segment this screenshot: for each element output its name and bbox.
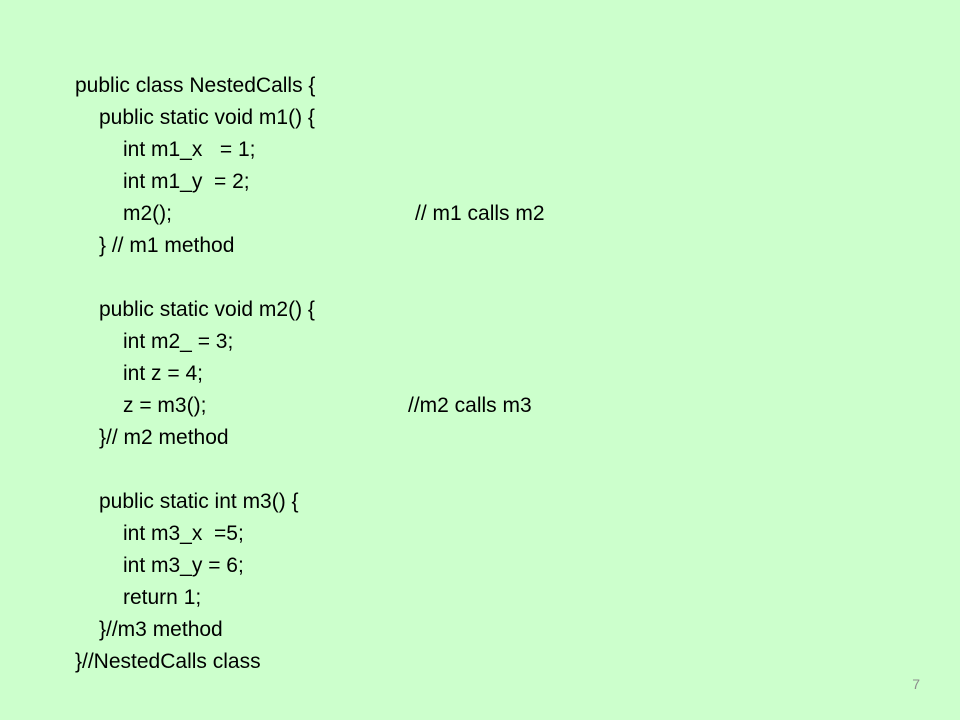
code-line-m1-x: int m1_x = 1;: [123, 138, 256, 161]
code-line-m3-y: int m3_y = 6;: [123, 554, 244, 577]
code-line-m1-close: } // m1 method: [99, 234, 235, 257]
code-line-m3-close: }//m3 method: [99, 618, 223, 641]
code-line-m1-y: int m1_y = 2;: [123, 170, 250, 193]
code-line-m2-call: z = m3();: [123, 394, 207, 417]
code-line-class-close: }//NestedCalls class: [75, 650, 261, 673]
code-line-m1-call: m2();: [123, 202, 172, 225]
slide-number: 7: [912, 676, 920, 692]
code-line-class-declaration: public class NestedCalls {: [75, 74, 316, 97]
code-comment-m1-calls-m2: // m1 calls m2: [415, 202, 545, 225]
code-line-m3-return: return 1;: [123, 586, 202, 609]
code-comment-m2-calls-m3: //m2 calls m3: [408, 394, 532, 417]
code-line-m1-signature: public static void m1() {: [99, 106, 315, 129]
code-line-m3-x: int m3_x =5;: [123, 522, 244, 545]
code-line-m2-close: }// m2 method: [99, 426, 229, 449]
code-line-m2-var: int m2_ = 3;: [123, 330, 234, 353]
code-line-m3-signature: public static int m3() {: [99, 490, 299, 513]
code-line-m2-signature: public static void m2() {: [99, 298, 315, 321]
code-line-m2-z: int z = 4;: [123, 362, 203, 385]
